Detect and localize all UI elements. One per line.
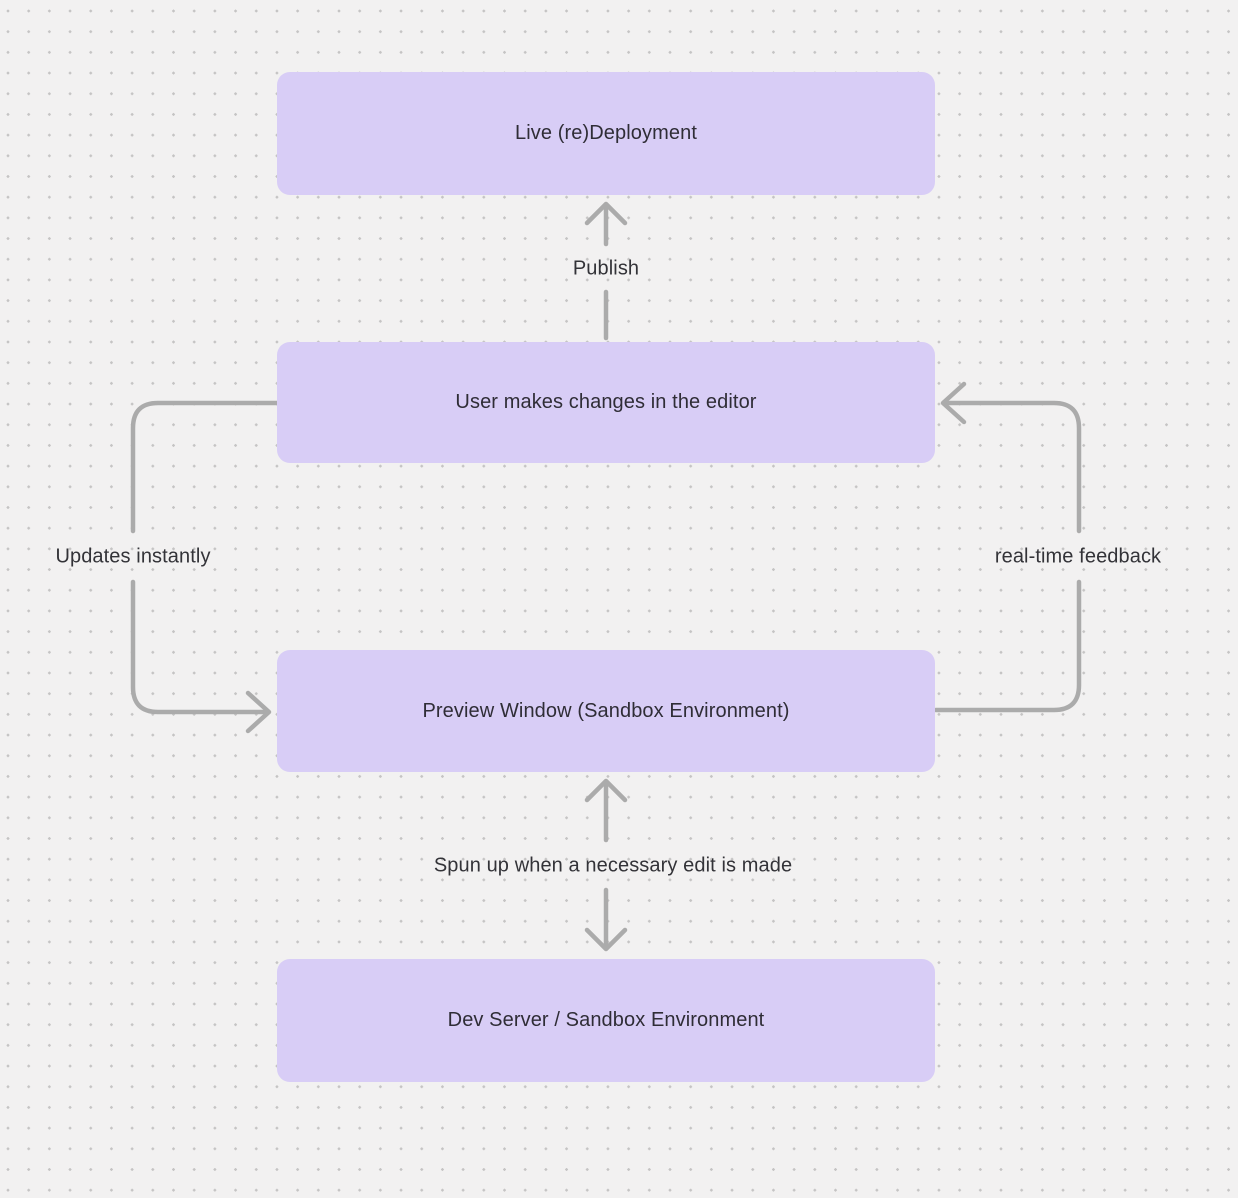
- arrowhead-up-icon: [584, 201, 628, 226]
- edge-realtime-bottom-segment: [933, 579, 1082, 713]
- edge-label-realtime-feedback: real-time feedback: [994, 545, 1162, 568]
- edge-label-publish: Publish: [572, 257, 640, 280]
- node-dev-server-label: Dev Server / Sandbox Environment: [447, 1009, 765, 1031]
- node-user-changes[interactable]: User makes changes in the editor: [277, 342, 935, 463]
- edge-updates-top-segment: [130, 400, 280, 534]
- edge-updates-instantly: [130, 400, 280, 734]
- arrowhead-right-icon: [245, 690, 272, 734]
- edge-label-updates-instantly: Updates instantly: [55, 545, 211, 568]
- arrowhead-left-icon: [940, 381, 967, 425]
- edge-publish: [584, 201, 628, 341]
- edge-realtime-feedback: [933, 381, 1082, 713]
- arrowhead-up-icon: [584, 778, 628, 803]
- edge-realtime-top-segment: [945, 400, 1082, 534]
- node-preview-window[interactable]: Preview Window (Sandbox Environment): [277, 650, 935, 772]
- edge-label-spun-up: Spun up when a necessary edit is made: [433, 854, 793, 877]
- node-user-changes-label: User makes changes in the editor: [455, 391, 757, 413]
- arrowhead-down-icon: [584, 927, 628, 952]
- node-live-deployment-label: Live (re)Deployment: [515, 122, 697, 144]
- node-live-deployment[interactable]: Live (re)Deployment: [277, 72, 935, 195]
- node-preview-window-label: Preview Window (Sandbox Environment): [422, 699, 790, 722]
- edge-updates-bottom-segment: [130, 579, 267, 715]
- edge-spun-up: [584, 778, 628, 952]
- node-dev-server[interactable]: Dev Server / Sandbox Environment: [277, 959, 935, 1082]
